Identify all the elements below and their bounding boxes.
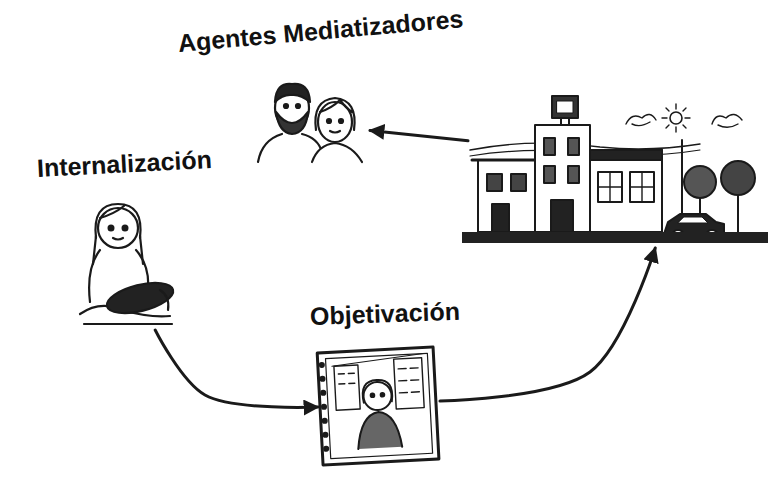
- parents-figure-part: [339, 119, 343, 123]
- town-scene-part: [712, 114, 742, 127]
- node-heading: Internalización: [36, 145, 212, 183]
- town-scene-part: [598, 172, 654, 202]
- girl-figure-part: [113, 238, 123, 240]
- town-scene-part: [535, 125, 590, 232]
- town-scene: [462, 96, 768, 243]
- drawing-sheet-part: [323, 433, 327, 437]
- girl-figure-part: [98, 208, 138, 248]
- drawing-sheet-part: [326, 353, 433, 458]
- drawing-sheet-part: [371, 393, 375, 397]
- girl-figure-part: [104, 277, 176, 319]
- town-scene-part: [462, 232, 768, 243]
- drawing-sheet-part: [322, 405, 326, 409]
- town-scene-part: [590, 150, 662, 232]
- drawing-sheet-part: [320, 363, 324, 367]
- drawing-sheet-part: [362, 379, 393, 403]
- flow-arrow: [440, 248, 655, 401]
- drawing-sheet-part: [323, 419, 327, 423]
- drawing-sheet-part: [381, 393, 385, 397]
- drawing-sheet-part: [363, 381, 392, 410]
- drawing-sheet-part: [324, 447, 328, 451]
- town-scene-part: [568, 118, 570, 125]
- town-scene-part: [662, 104, 690, 132]
- parents-figure-part: [275, 84, 310, 102]
- town-scene-part: [492, 204, 509, 232]
- drawing-sheet-part: [317, 347, 439, 465]
- agents-group: Agentes Mediatizadores: [240, 82, 370, 170]
- flow-arrow: [155, 330, 318, 407]
- parents-figure-part: [315, 98, 354, 130]
- town-scene-part: [737, 192, 739, 232]
- objectivation-group: Objetivación: [318, 348, 440, 466]
- parents-figure-part: [312, 143, 362, 162]
- town-scene-part: [684, 166, 716, 198]
- town-scene-part: [590, 150, 662, 160]
- drawing-sheet: [317, 347, 439, 465]
- girl-figure: [80, 204, 176, 324]
- drawing-sheet-part: [331, 354, 423, 367]
- town-scene-part: [487, 174, 502, 191]
- town-scene-part: [626, 114, 656, 125]
- girl-figure-part: [160, 290, 168, 310]
- town-scene-part: [472, 159, 540, 162]
- town-scene-part: [557, 101, 573, 113]
- node-heading: Objetivación: [309, 297, 460, 331]
- node-heading: Agentes Mediatizadores: [177, 4, 465, 58]
- drawing-sheet-part: [356, 411, 402, 449]
- drawing-sheet-part: [321, 391, 325, 395]
- town-scene-part: [511, 174, 526, 191]
- parents-figure-part: [258, 134, 322, 162]
- parents-figure: [258, 84, 362, 162]
- parents-figure-part: [330, 131, 340, 133]
- parents-figure-part: [327, 119, 331, 123]
- girl-figure-part: [93, 236, 143, 264]
- internalization-group: Internalización: [72, 200, 200, 330]
- town-group: [468, 88, 770, 248]
- town-scene-part: [551, 200, 573, 232]
- parents-figure-part: [284, 104, 288, 108]
- drawing-sheet-part: [334, 365, 360, 410]
- flow-arrow: [370, 130, 468, 140]
- drawing-sheet-part: [320, 377, 324, 381]
- town-scene-part: [678, 217, 708, 223]
- parents-figure-part: [276, 112, 308, 134]
- town-scene-part: [544, 166, 555, 183]
- town-scene-part: [721, 161, 755, 195]
- parents-figure-part: [296, 104, 300, 108]
- girl-figure-part: [123, 226, 128, 231]
- girl-figure-part: [109, 226, 114, 231]
- town-scene-part: [670, 112, 682, 124]
- town-scene-part: [552, 96, 578, 118]
- town-scene-part: [560, 118, 562, 125]
- town-scene-part: [568, 138, 579, 155]
- town-scene-part: [544, 138, 555, 155]
- town-scene-part: [478, 160, 535, 232]
- town-scene-part: [568, 166, 579, 183]
- drawing-sheet-part: [394, 358, 425, 409]
- girl-figure-part: [95, 204, 140, 238]
